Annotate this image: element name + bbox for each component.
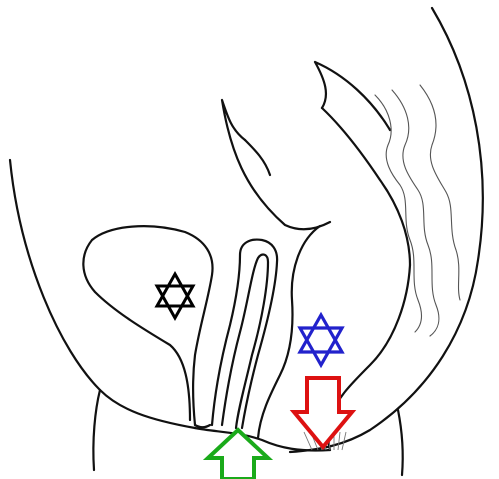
bladder-outline	[83, 226, 212, 425]
body-outline-right-lower	[398, 410, 403, 475]
colon-haustra	[322, 108, 410, 265]
bladder-star-marker	[157, 274, 193, 318]
colon-upper	[315, 62, 390, 130]
rectum-star-marker	[300, 315, 342, 365]
colon-inner	[245, 140, 270, 175]
body-outline-left-lower	[93, 390, 100, 470]
sacrum-line-3	[420, 85, 460, 300]
body-outline-front	[10, 160, 195, 428]
red-down-arrow	[294, 378, 352, 447]
sigmoid-colon	[222, 100, 330, 229]
urethra-line	[195, 425, 210, 427]
